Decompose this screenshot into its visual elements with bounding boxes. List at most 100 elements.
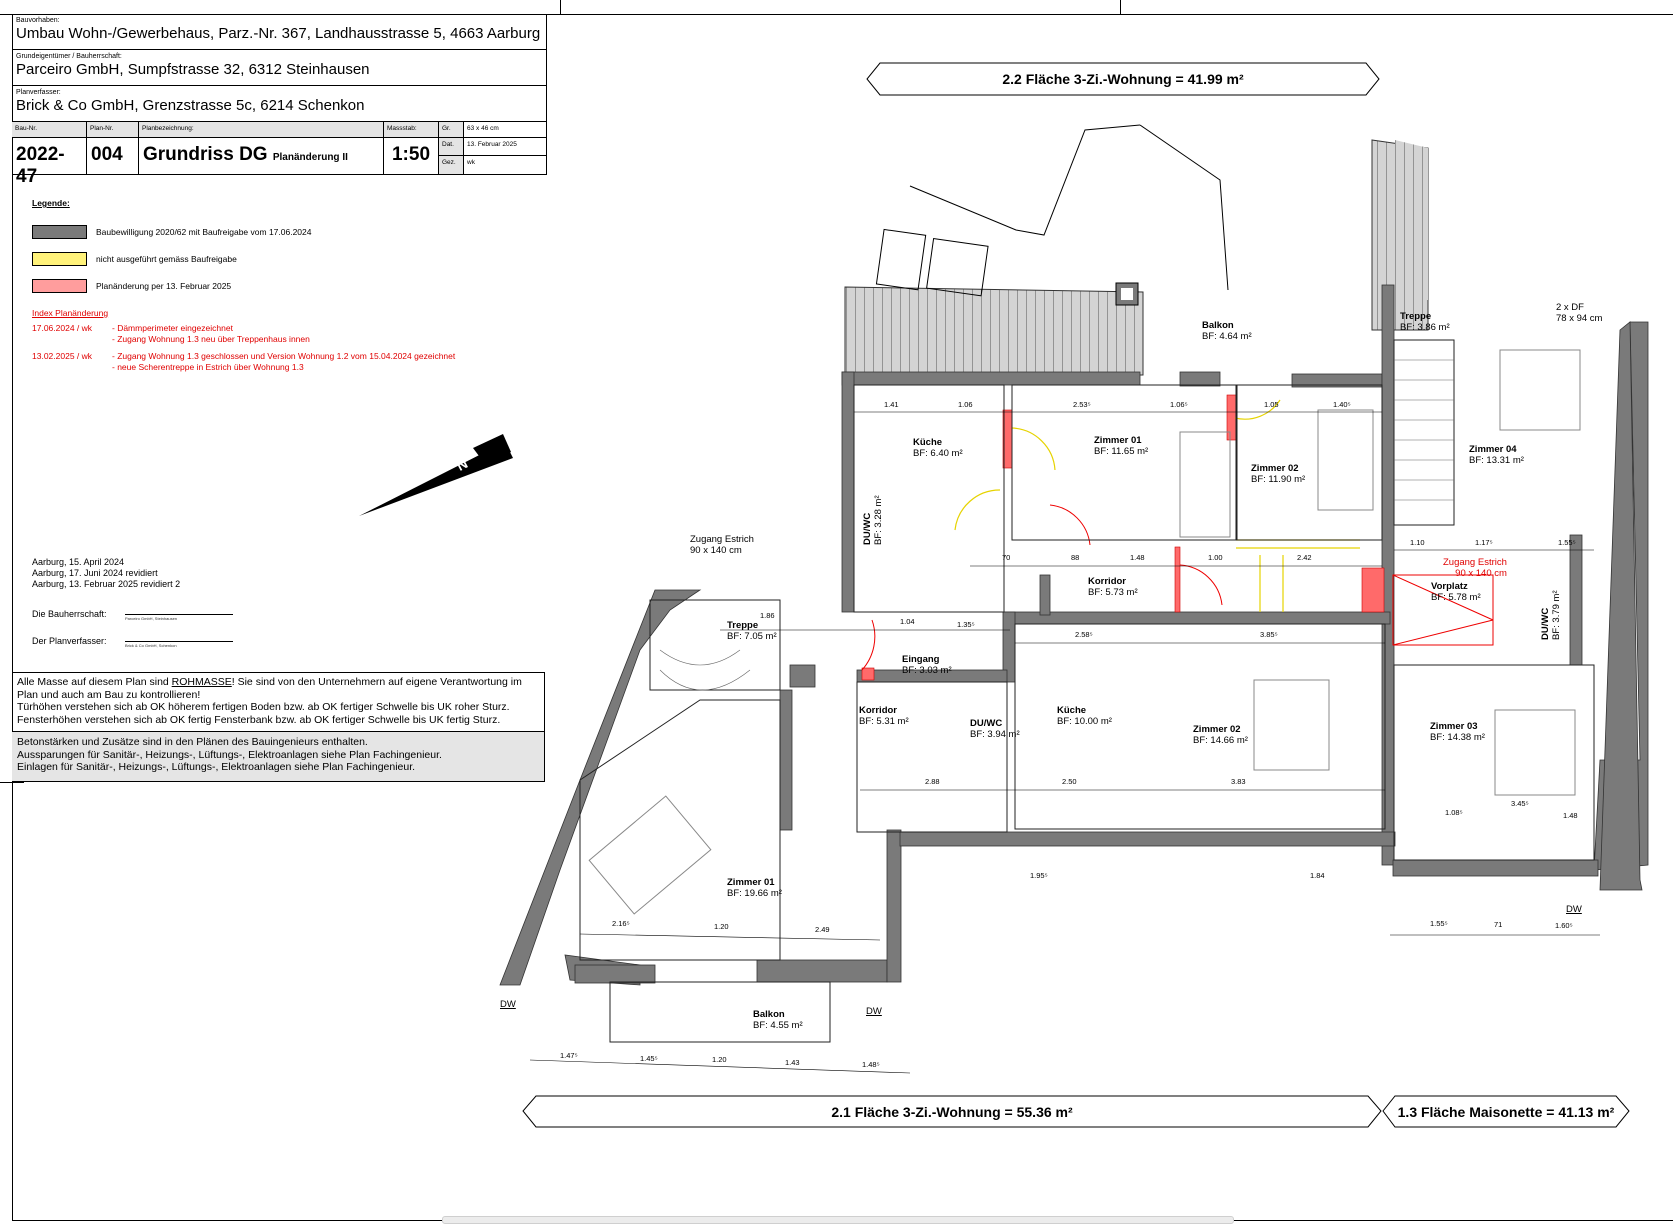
downpipe-label: DW [500, 999, 516, 1010]
plan-info-grid: Bau-Nr. 2022-47 Plan-Nr. 004 Planbezeich… [12, 122, 546, 187]
legend-title: Legende: [32, 198, 70, 208]
dimension-label: 1.48 [1563, 811, 1578, 820]
revision-entry: 17.06.2024 / wk - Dämmperimeter eingezei… [32, 323, 455, 345]
dimension-label: 2.42 [1297, 553, 1312, 562]
revision-index: Index Planänderung 17.06.2024 / wk - Däm… [32, 308, 455, 379]
signature-line: Parceiro GmbH, Steinhausen [125, 614, 233, 621]
dimension-label: 1.43 [785, 1058, 800, 1067]
legend-swatch-yellow [32, 251, 87, 266]
date-line: Aarburg, 17. Juni 2024 revidiert [32, 568, 158, 578]
dimension-label: 1.20 [714, 922, 729, 931]
dimension-label: 3.85⁵ [1260, 630, 1278, 639]
meta-key-drawn: Gez. [442, 159, 456, 166]
legend-swatch-red [32, 278, 87, 293]
dimension-label: 1.86 [760, 611, 775, 620]
plan-change-highlights [861, 394, 1385, 681]
dimension-label: 1.48⁵ [862, 1060, 880, 1069]
signature-owner: Die Bauherrschaft: Parceiro GmbH, Steinh… [32, 609, 233, 621]
horizontal-scrollbar[interactable] [442, 1216, 1234, 1224]
plan-name-header: Planbezeichnung: [139, 122, 383, 138]
scale-header: Massstab: [384, 122, 438, 138]
dimension-label: 1.05 [1264, 400, 1279, 409]
dimension-label: 2.16⁵ [612, 919, 630, 928]
title-block: Bauvorhaben: Umbau Wohn-/Gewerbehaus, Pa… [12, 14, 547, 187]
note-text: Aussparungen für Sanitär-, Heizungs-, Lü… [17, 748, 442, 761]
area-banner-bottom-right: 1.3 Fläche Maisonette = 41.13 m² [1382, 1095, 1630, 1128]
scale-cell: Massstab: 1:50 [384, 122, 439, 174]
dimension-label: 1.48 [1130, 553, 1145, 562]
bau-nr-value: 2022-47 [16, 144, 65, 187]
area-banner-top: 2.2 Fläche 3-Zi.-Wohnung = 41.99 m² [866, 62, 1380, 96]
revision-date: 17.06.2024 / wk [32, 323, 93, 333]
dimension-label: 1.45⁵ [640, 1054, 658, 1063]
planner-row: Planverfasser: Brick & Co GmbH, Grenzstr… [12, 86, 546, 122]
plan-nr-value: 004 [91, 144, 123, 165]
legend-label: Planänderung per 13. Februar 2025 [96, 280, 232, 291]
area-banner-text: 1.3 Fläche Maisonette = 41.13 m² [1397, 1103, 1615, 1120]
revision-dates: Aarburg, 15. April 2024 Aarburg, 17. Jun… [32, 557, 180, 590]
meta-key-size: Gr. [439, 122, 463, 138]
note-emphasis: ROHMASSE [171, 676, 232, 688]
crop-mark [560, 0, 561, 14]
legend-item: Planänderung per 13. Februar 2025 [32, 272, 311, 299]
legend-label: nicht ausgeführt gemäss Baufreigabe [96, 253, 237, 264]
meta-value-date: 13. Februar 2025 [464, 138, 546, 156]
dimension-label: 71 [1494, 920, 1503, 929]
revision-line: - Zugang Wohnung 1.3 geschlossen und Ver… [112, 351, 456, 361]
dimension-label: 2.53⁵ [1073, 400, 1091, 409]
signature-label: Der Planverfasser: [32, 636, 107, 646]
project-row: Bauvorhaben: Umbau Wohn-/Gewerbehaus, Pa… [12, 14, 546, 50]
meta-values: 63 x 46 cm 13. Februar 2025 wk [464, 122, 546, 174]
revision-date: 13.02.2025 / wk [32, 351, 93, 361]
dimension-label: 1.06⁵ [1170, 400, 1188, 409]
dimension-label: 2.88 [925, 777, 940, 786]
stair-icon [1393, 339, 1455, 526]
crop-mark [0, 782, 24, 783]
owner-row: Grundeigentümer / Bauherrschaft: Parceir… [12, 50, 546, 86]
dimension-label: 1.20 [712, 1055, 727, 1064]
dimension-label: 3.45⁵ [1511, 799, 1529, 808]
dimension-label: 1.04 [900, 617, 915, 626]
plan-name-value: Grundriss DG Planänderung II [139, 138, 383, 174]
engineering-notes: Betonstärken und Zusätze sind in den Plä… [12, 732, 545, 782]
plan-name: Grundriss DG [143, 144, 268, 165]
planner-value: Brick & Co GmbH, Grenzstrasse 5c, 6214 S… [16, 97, 365, 114]
owner-value: Parceiro GmbH, Sumpfstrasse 32, 6312 Ste… [16, 61, 370, 78]
dimension-label: 1.35⁵ [957, 620, 975, 629]
bau-nr-cell: Bau-Nr. 2022-47 [12, 122, 87, 187]
solar-panels-icon [875, 228, 989, 297]
meta-keys: Gr. Dat. Gez. [439, 122, 464, 174]
revision-line: - Dämmperimeter eingezeichnet [112, 323, 233, 333]
scale-value: 1:50 [391, 144, 431, 165]
signature-planner: Der Planverfasser: Brick & Co GmbH, Sche… [32, 636, 233, 648]
signature-label: Die Bauherrschaft: [32, 609, 107, 619]
project-label: Bauvorhaben: [16, 17, 60, 24]
dimension-label: 1.95⁵ [1030, 871, 1048, 880]
revision-index-title: Index Planänderung [32, 308, 109, 318]
legend-label: Baubewilligung 2020/62 mit Baufreigabe v… [96, 226, 312, 237]
area-banner-text: 2.2 Fläche 3-Zi.-Wohnung = 41.99 m² [1002, 71, 1244, 87]
dimension-label: 1.41 [884, 400, 899, 409]
dimension-label: 1.84 [1310, 871, 1325, 880]
dimension-label: 1.00 [1208, 553, 1223, 562]
dimension-label: 1.08⁵ [1445, 808, 1463, 817]
crop-mark [1120, 0, 1121, 14]
dimension-label: 3.83 [1231, 777, 1246, 786]
owner-label: Grundeigentümer / Bauherrschaft: [16, 53, 122, 60]
note-text: ! Sie sind von den Unternehmern auf eige… [17, 676, 522, 701]
